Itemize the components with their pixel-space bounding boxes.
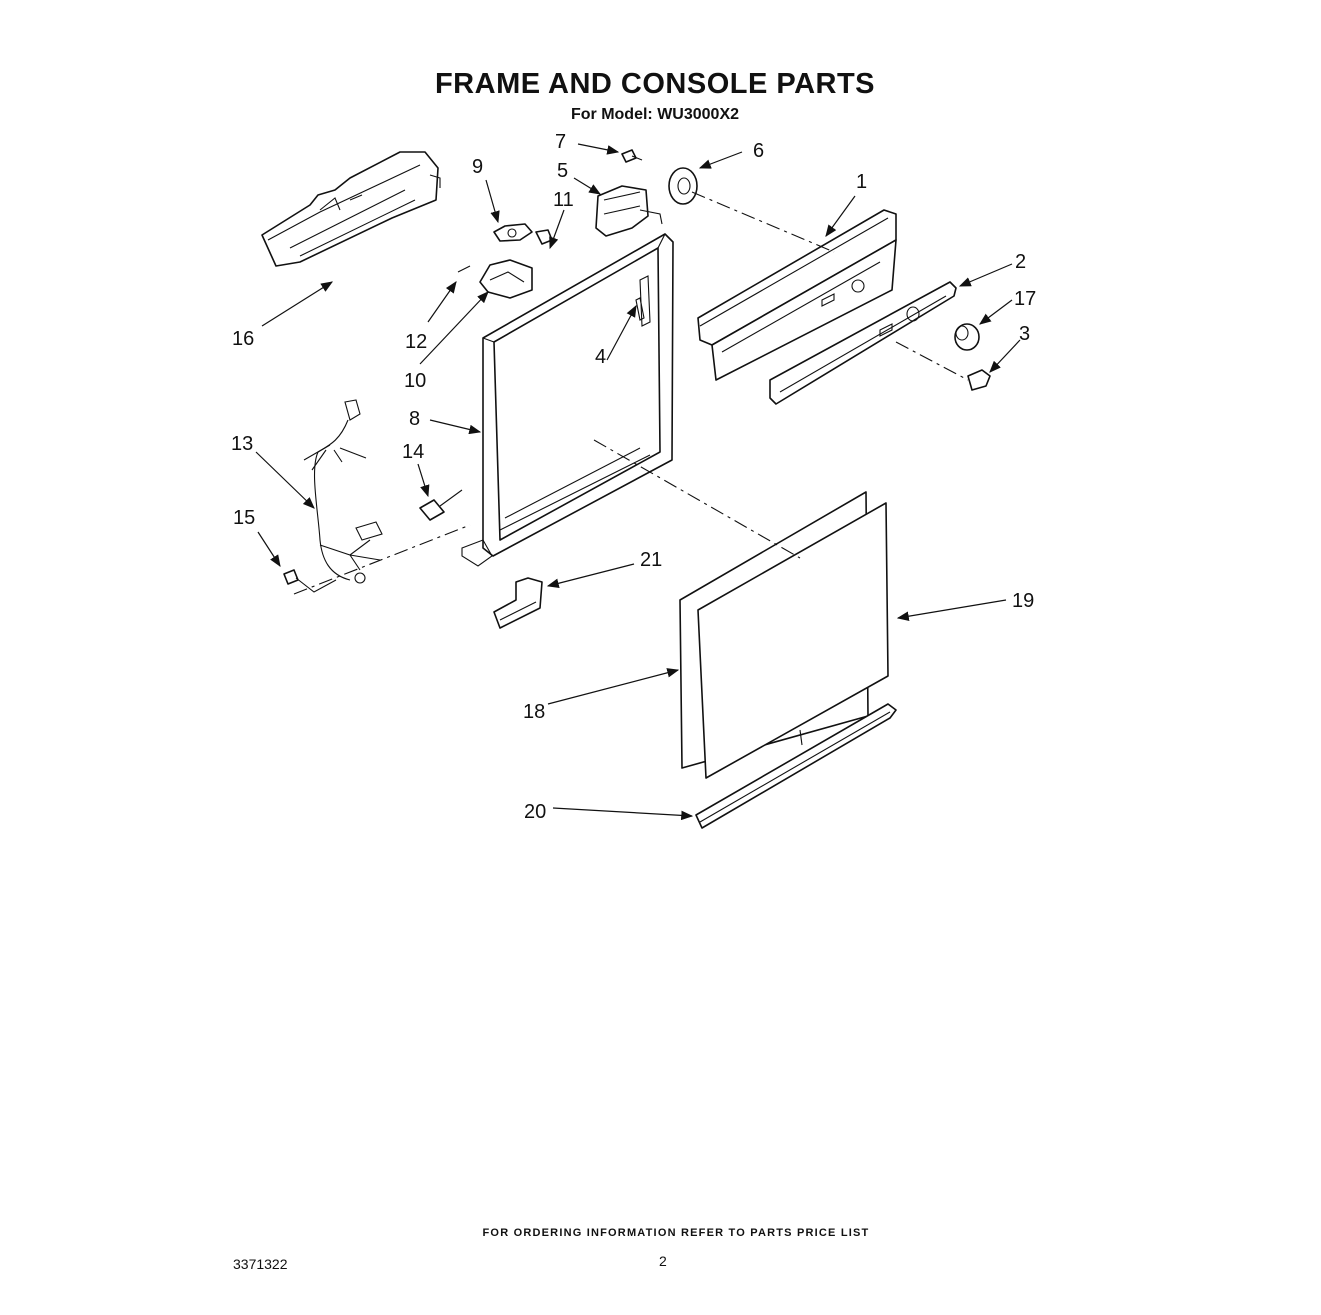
part-9-latch-bracket — [493, 223, 533, 242]
callout-5: 5 — [557, 160, 568, 182]
part-1-console-panel — [697, 209, 897, 381]
callout-19: 19 — [1012, 590, 1034, 612]
callout-2: 2 — [1015, 251, 1026, 273]
callout-1: 1 — [856, 171, 867, 193]
callout-21: 21 — [640, 549, 662, 571]
leader-lines — [255, 143, 1021, 821]
callout-13: 13 — [231, 433, 253, 455]
callout-14: 14 — [402, 441, 424, 463]
callout-6: 6 — [753, 140, 764, 162]
callout-15: 15 — [233, 507, 255, 529]
callout-16: 16 — [232, 328, 254, 350]
document-number: 3371322 — [233, 1256, 288, 1272]
part-13-wire-harness — [303, 399, 383, 584]
part-8-door-frame — [461, 233, 674, 567]
page-title: FRAME AND CONSOLE PARTS — [434, 68, 876, 100]
part-21-hinge-clip — [493, 577, 543, 629]
part-5-switch — [595, 185, 663, 237]
part-11-latch-clip — [535, 229, 553, 245]
part-16-console-cover — [261, 151, 441, 267]
callout-18: 18 — [523, 701, 545, 723]
part-20-trim-strip — [695, 703, 897, 829]
part-2-control-panel-plate — [769, 281, 957, 405]
part-17-knob — [954, 323, 980, 351]
callout-7: 7 — [555, 131, 566, 153]
part-6-selector-knob — [668, 167, 698, 205]
callout-8: 8 — [409, 408, 420, 430]
callout-10: 10 — [404, 370, 426, 392]
ordering-note: FOR ORDERING INFORMATION REFER TO PARTS … — [482, 1227, 870, 1239]
part-14-connector — [419, 489, 463, 521]
alignment-lines — [293, 191, 969, 595]
callout-labels: 1 2 3 4 5 6 7 8 9 10 11 12 13 14 15 16 1… — [231, 131, 1036, 823]
part-12-pin — [457, 265, 471, 273]
part-15-screw — [283, 569, 337, 593]
callout-3: 3 — [1019, 323, 1030, 345]
part-3-button — [967, 369, 991, 391]
callout-4: 4 — [595, 346, 606, 368]
callout-12: 12 — [405, 331, 427, 353]
page-number: 2 — [659, 1253, 667, 1269]
part-7-screw — [621, 149, 643, 163]
model-subtitle: For Model: WU3000X2 — [570, 106, 740, 123]
part-10-latch-housing — [479, 259, 533, 299]
callout-11: 11 — [553, 189, 574, 211]
callout-17: 17 — [1014, 288, 1036, 310]
part-4-clip — [635, 297, 645, 321]
part-19-door-panel — [697, 502, 889, 779]
callout-9: 9 — [472, 156, 483, 178]
callout-20: 20 — [524, 801, 546, 823]
